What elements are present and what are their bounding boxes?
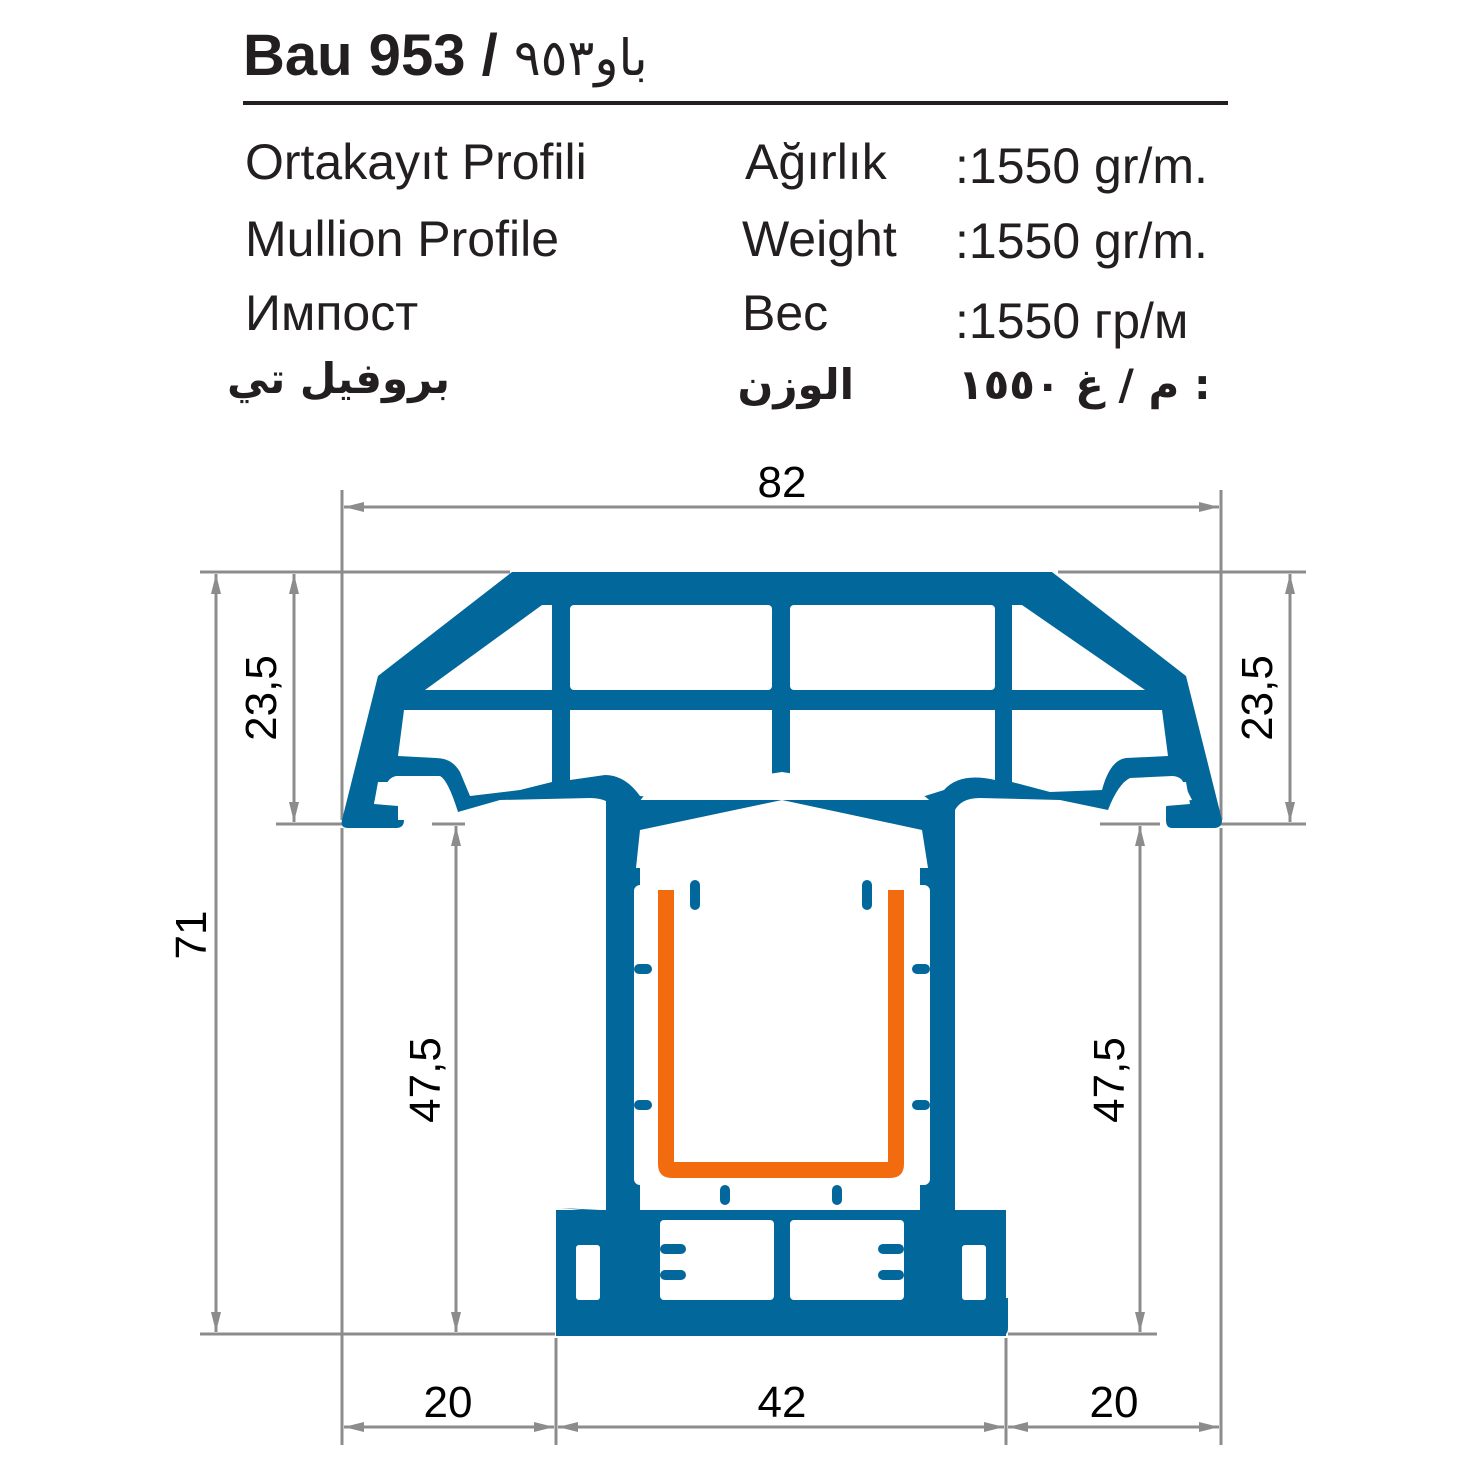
mullion-profile	[341, 572, 1223, 1336]
profile-fins	[634, 880, 930, 1280]
profile-name-english: Mullion Profile	[245, 211, 560, 267]
dim-stem-right-height: 47,5	[1085, 1037, 1134, 1123]
weight-value-russian: :1550 гр/м	[955, 293, 1189, 349]
weight-label-arabic: الوزن	[737, 360, 854, 409]
dim-stem-left-height: 47,5	[401, 1037, 450, 1123]
dim-overall-height: 71	[167, 911, 216, 960]
title-latin: Bau 953 /	[243, 23, 514, 88]
dim-overall-width: 82	[758, 458, 807, 507]
title-divider	[243, 101, 1228, 105]
profile-name-turkish: Ortakayıt Profili	[245, 134, 587, 190]
weight-value-arabic: : م / غ ١٥٥٠	[958, 360, 1211, 409]
dim-bottom-right-width: 20	[1090, 1378, 1139, 1427]
weight-label-english: Weight	[742, 211, 897, 267]
dimension-lines	[211, 502, 1295, 1432]
dim-bottom-center-width: 42	[758, 1378, 807, 1427]
dim-top-right-height: 23,5	[1233, 655, 1282, 741]
profile-name-arabic: بروفيل تي	[226, 354, 450, 403]
weight-value-turkish: :1550 gr/m.	[955, 138, 1208, 194]
weight-value-english: :1550 gr/m.	[955, 213, 1208, 269]
dim-top-left-height: 23,5	[237, 655, 286, 741]
profile-cavities	[374, 605, 1190, 1300]
title-arabic: باو٩٥٣	[513, 29, 648, 87]
page-title: Bau 953 / باو٩٥٣	[243, 22, 648, 89]
dim-bottom-left-width: 20	[424, 1378, 473, 1427]
profile-name-russian: Импост	[245, 285, 419, 341]
weight-label-turkish: Ağırlık	[745, 134, 887, 190]
weight-label-russian: Вес	[742, 285, 829, 341]
extension-lines	[200, 490, 1306, 1445]
